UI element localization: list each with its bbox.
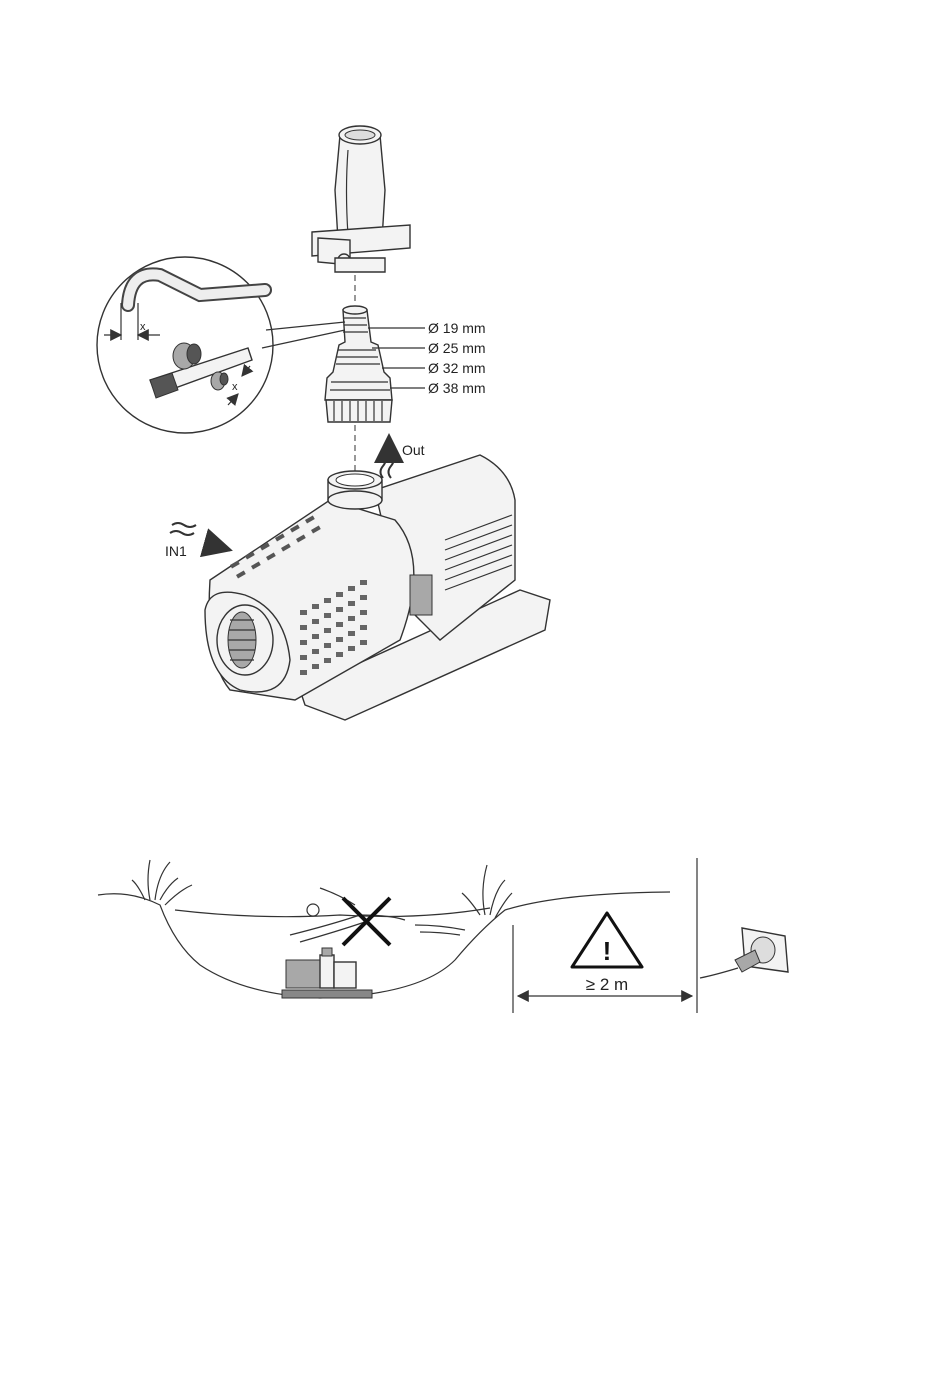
hose-clamp bbox=[312, 225, 410, 272]
safety-diagram: ! ≥ 2 m bbox=[98, 858, 788, 1013]
cutting-detail-circle: x x bbox=[97, 257, 345, 433]
diameter-label-32: Ø 32 mm bbox=[428, 360, 486, 376]
warning-symbol: ! bbox=[603, 936, 612, 966]
pond-outline bbox=[98, 892, 670, 998]
diameter-label-38: Ø 38 mm bbox=[428, 380, 486, 396]
hose bbox=[335, 126, 385, 240]
pump-body bbox=[205, 455, 550, 720]
prohibition-cross bbox=[343, 898, 390, 945]
detail-gap-label-top: x bbox=[140, 321, 146, 333]
submerged-pump bbox=[282, 948, 372, 998]
inlet-label: IN1 bbox=[165, 543, 187, 559]
outlet-label: Out bbox=[402, 442, 425, 458]
diameter-label-25: Ø 25 mm bbox=[428, 340, 486, 356]
warning-triangle-icon: ! bbox=[572, 913, 642, 967]
diameter-label-19: Ø 19 mm bbox=[428, 320, 486, 336]
wall-socket-icon bbox=[700, 928, 788, 978]
outlet-flow-arrow: Out bbox=[381, 436, 425, 478]
detail-gap-label-bottom: x bbox=[232, 381, 238, 393]
inlet-flow-arrow: IN1 bbox=[165, 523, 230, 559]
assembly-diagram: Ø 19 mm Ø 25 mm Ø 32 mm Ø 38 mm x bbox=[97, 126, 550, 720]
distance-label: ≥ 2 m bbox=[586, 975, 628, 994]
reeds-left bbox=[132, 860, 192, 905]
